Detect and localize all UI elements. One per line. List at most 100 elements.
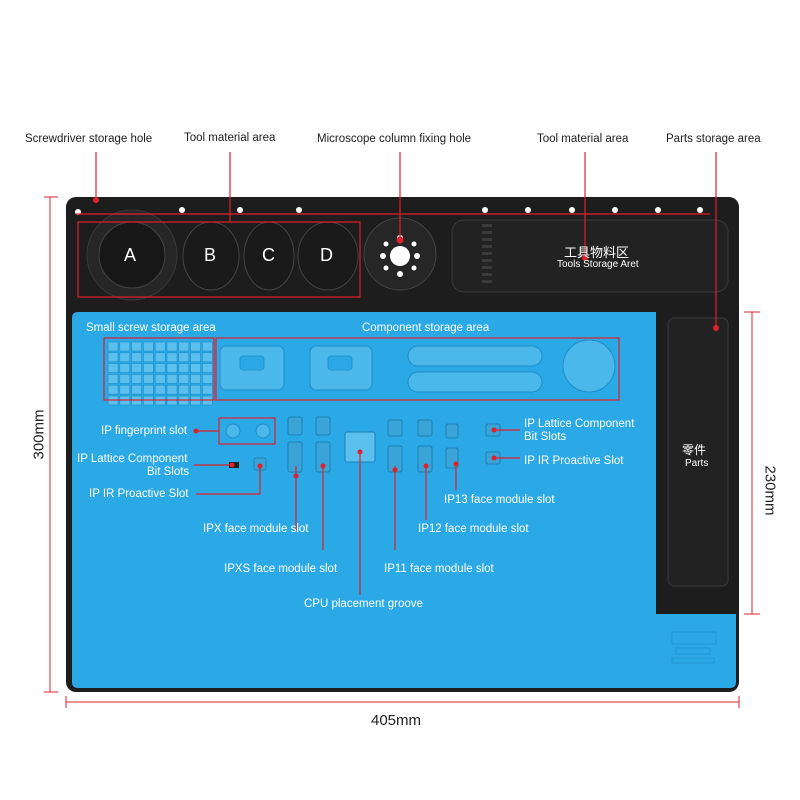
tray-ribs	[482, 224, 492, 283]
screw-grid-cell	[166, 374, 178, 384]
screw-grid-cell	[143, 352, 154, 363]
screw-grid-cell	[154, 374, 166, 384]
callout-screwdriver-hole: Screwdriver storage hole	[25, 133, 153, 145]
tools-storage-cn: 工具物料区	[564, 245, 630, 260]
callout-parts-storage: Parts storage area	[666, 133, 761, 145]
module-slots	[253, 416, 501, 473]
screw-grid-cell	[190, 352, 201, 363]
screw-grid-cell	[178, 374, 190, 384]
screw-grid-cell	[107, 341, 119, 352]
label-ip11: IP11 face module slot	[384, 563, 494, 575]
screw-grid-cell	[154, 352, 166, 363]
screw-hole	[237, 207, 243, 213]
label-lattice-right-1: IP Lattice Component	[524, 418, 635, 430]
label-ir-left: IP IR Proactive Slot	[89, 488, 189, 500]
screw-grid-cell	[131, 352, 142, 363]
screw-grid-cell	[202, 352, 213, 363]
label-ip13: IP13 face module slot	[444, 494, 555, 506]
parts-tray	[667, 317, 729, 587]
mat-watermark	[671, 631, 717, 664]
label-component-storage: Component storage area	[362, 322, 490, 334]
cups-area	[86, 209, 359, 301]
screw-holes	[75, 207, 703, 215]
label-lattice-left-2: Bit Slots	[147, 466, 190, 478]
screw-hole	[569, 207, 575, 213]
screw-grid-cell	[143, 374, 154, 384]
cup-a-label: A	[124, 245, 137, 265]
screw-grid-cell	[131, 374, 142, 384]
mat-blue-area	[72, 312, 736, 688]
cup-b-label: B	[204, 245, 217, 265]
screw-grid-cell	[143, 341, 154, 352]
screw-grid-cell	[107, 352, 119, 363]
screw-grid-cell	[202, 363, 213, 373]
screw-hole	[482, 207, 488, 213]
screw-hole	[179, 207, 185, 213]
screw-grid-cell	[166, 352, 178, 363]
screw-grid-cell	[131, 341, 142, 352]
callout-tool-area-right: Tool material area	[537, 133, 629, 145]
tools-storage-en: Tools Storage Aret	[557, 259, 639, 270]
screw-grid-cell	[107, 363, 119, 373]
label-ipx: IPX face module slot	[203, 523, 309, 535]
screw-grid-cell	[178, 384, 190, 395]
screw-hole	[697, 207, 703, 213]
screw-hole	[612, 207, 618, 213]
dim-inner-height: 230mm	[761, 465, 779, 516]
callout-dots	[93, 197, 719, 479]
screw-hole	[655, 207, 661, 213]
label-ip12: IP12 face module slot	[418, 523, 529, 535]
cup-d-label: D	[320, 245, 333, 265]
fingerprint-slots	[225, 423, 271, 439]
screw-grid-cell	[119, 341, 131, 352]
screw-grid-cell	[202, 384, 213, 395]
screw-grid-cell	[166, 384, 178, 395]
screw-grid-cell	[131, 363, 142, 373]
parts-en: Parts	[685, 458, 709, 469]
label-fingerprint-slot: IP fingerprint slot	[101, 425, 188, 437]
label-cpu: CPU placement groove	[304, 598, 423, 610]
dim-width: 405mm	[371, 712, 422, 729]
callout-microscope-hole: Microscope column fixing hole	[317, 133, 472, 145]
screw-grid-cell	[178, 363, 190, 373]
microscope-fixture	[363, 217, 437, 291]
screw-grid-cell	[190, 363, 201, 373]
screw-grid-cell	[143, 363, 154, 373]
screw-grid-cell	[202, 374, 213, 384]
screw-grid-cell	[190, 384, 201, 395]
screw-grid-cell	[154, 341, 166, 352]
screw-grid-cell	[178, 352, 190, 363]
screw-hole	[296, 207, 302, 213]
screw-grid-cell	[119, 374, 131, 384]
tools-storage-tray	[451, 219, 729, 293]
component-pockets	[219, 339, 616, 393]
cup-c-label: C	[262, 245, 275, 265]
label-ipxs: IPXS face module slot	[224, 563, 338, 575]
callout-tool-area-left: Tool material area	[184, 132, 276, 144]
screw-grid-cell	[131, 384, 142, 395]
label-lattice-left-1: IP Lattice Component	[77, 453, 188, 465]
screw-grid-cell	[119, 352, 131, 363]
screw-grid-cell	[190, 341, 201, 352]
label-small-screw: Small screw storage area	[86, 322, 216, 334]
parts-cn: 零件	[682, 443, 707, 457]
screw-grid-cell	[154, 384, 166, 395]
dim-height: 300mm	[30, 409, 48, 460]
screw-grid-cell	[154, 363, 166, 373]
label-lattice-right-2: Bit Slots	[524, 431, 567, 443]
screw-grid-cell	[119, 384, 131, 395]
screw-grid-cell	[178, 341, 190, 352]
screw-grid-cell	[190, 374, 201, 384]
screw-hole	[525, 207, 531, 213]
screw-grid-cell	[107, 384, 119, 395]
screw-grid-cell	[202, 341, 213, 352]
screw-grid-cell	[107, 374, 119, 384]
screw-grid-cell	[119, 363, 131, 373]
screw-grid-cell	[143, 384, 154, 395]
callout-lines	[76, 152, 717, 595]
screw-grid-cell	[166, 341, 178, 352]
label-ir-right: IP IR Proactive Slot	[524, 455, 624, 467]
screw-grid-cell	[166, 363, 178, 373]
dimension-lines	[44, 196, 760, 708]
